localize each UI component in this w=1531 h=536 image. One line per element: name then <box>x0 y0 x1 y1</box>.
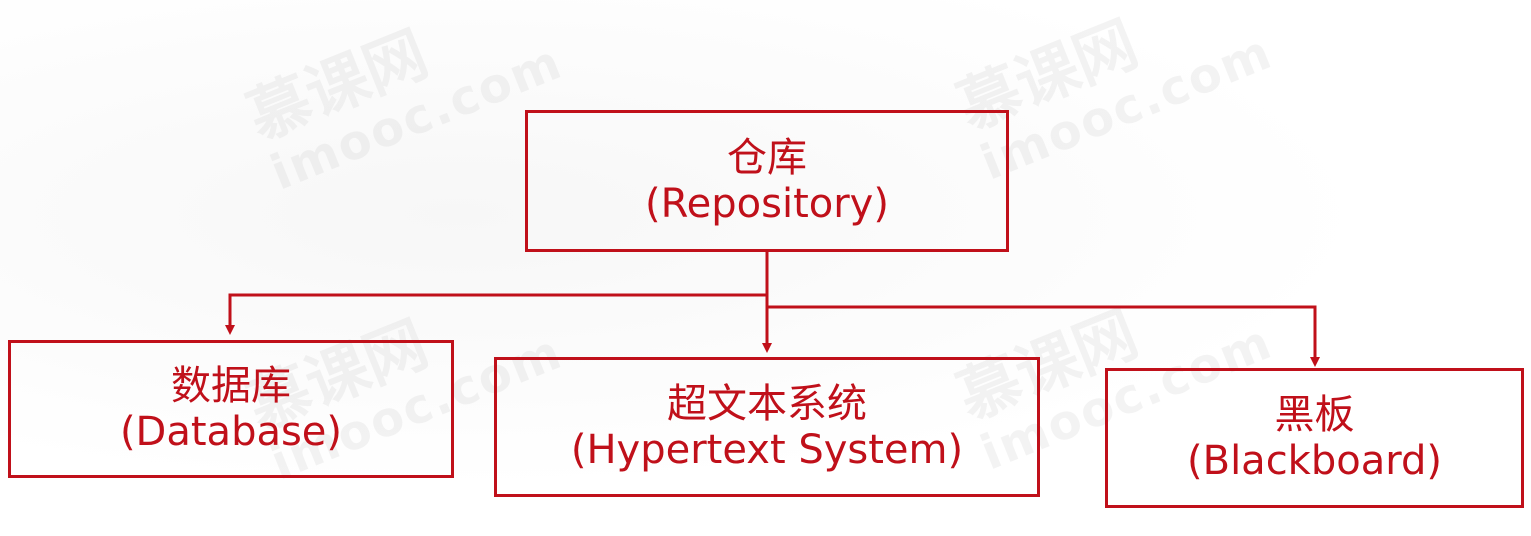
node-blackboard-label-en: (Blackboard) <box>1187 438 1442 484</box>
watermark-brand-en: imooc.com <box>263 33 571 202</box>
node-hypertext-label-cn: 超文本系统 <box>667 381 867 427</box>
node-hypertext-label-en: (Hypertext System) <box>570 427 964 473</box>
node-database: 数据库 (Database) <box>8 340 454 478</box>
node-database-label-en: (Database) <box>119 409 343 455</box>
watermark-logo: 慕课网 imooc.com <box>237 0 571 202</box>
node-repository-label-cn: 仓库 <box>727 135 807 181</box>
node-blackboard-label-cn: 黑板 <box>1274 392 1355 438</box>
node-blackboard: 黑板 (Blackboard) <box>1105 368 1524 508</box>
connector-to-blackboard <box>767 305 1320 367</box>
watermark-brand-en: imooc.com <box>973 23 1281 192</box>
watermark-brand-cn: 慕课网 <box>237 16 438 155</box>
node-repository: 仓库 (Repository) <box>525 110 1009 252</box>
connector-to-database <box>225 293 767 335</box>
node-hypertext-system: 超文本系统 (Hypertext System) <box>494 357 1040 497</box>
node-repository-label-en: (Repository) <box>645 181 889 227</box>
node-database-label-cn: 数据库 <box>171 363 291 409</box>
